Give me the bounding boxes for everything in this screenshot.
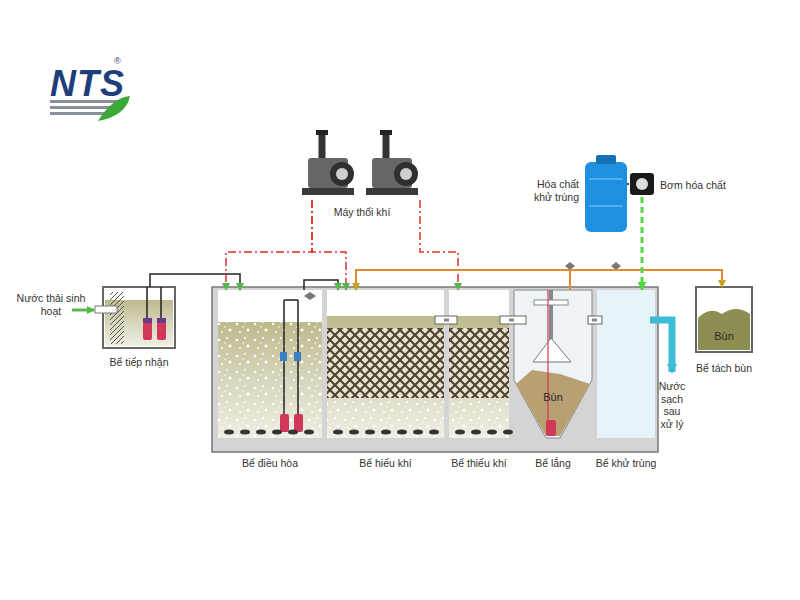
air-line: [226, 200, 312, 290]
chemical-tank: Hóa chất khử trùng: [585, 158, 627, 233]
equalization-tank: Bể điều hòa: [218, 290, 322, 438]
tank-label: Bơm hóa chất: [660, 179, 726, 192]
content-label: Bùn: [714, 330, 734, 343]
dosing-pump: Bơm hóa chất: [629, 171, 655, 197]
logo-text: NTS: [50, 62, 125, 105]
receiving-tank: [72, 287, 175, 348]
aerobic-tank: Bể hiếu khí: [327, 290, 444, 438]
overflow-pipe: [592, 319, 597, 322]
registered-mark: ®: [114, 56, 121, 67]
chemical-dosing-line: [641, 197, 644, 290]
water-pipe: [304, 280, 338, 290]
air-blower: Máy thổi khí: [300, 128, 424, 200]
chemical-tank: [585, 155, 627, 232]
main-tank-block: [212, 262, 672, 452]
overflow-pipe: [509, 319, 514, 322]
air-blowers: [302, 130, 418, 195]
tank-label: Bể tách bùn: [696, 362, 752, 375]
tank-label: Bể lắng: [535, 457, 571, 470]
tank-label: Bể khử trùng: [596, 457, 657, 470]
outflow-label: Nước sạch sau xử lý: [656, 380, 688, 430]
air-line: [420, 200, 458, 290]
tank-label: Hóa chất khử trùng: [521, 178, 579, 203]
chemical-line: [627, 183, 629, 185]
diffusers: [224, 430, 513, 435]
tank-label: Bể tiếp nhận: [110, 356, 169, 369]
tank-label: Bể điều hòa: [242, 457, 298, 470]
dosing-pump: [630, 173, 654, 195]
sludge-line: [356, 270, 570, 290]
inflow-label: Nước thải sinh hoạt: [16, 292, 86, 317]
settling-tank: BùnBể lắng: [514, 290, 592, 438]
sludge-tank: [696, 287, 752, 352]
tank-label: Bể hiếu khí: [359, 457, 412, 470]
sludge-line: [570, 270, 722, 290]
tank-label: Bể thiếu khí: [451, 457, 506, 470]
overflow-pipe: [444, 319, 449, 322]
anoxic-tank: Bể thiếu khí: [449, 290, 509, 438]
sludge-tank: BùnBể tách bùn: [696, 287, 752, 352]
disinfection-tank: Bể khử trùng: [597, 290, 655, 438]
receiving-tank: Bể tiếp nhận: [103, 287, 175, 348]
content-label: Bùn: [543, 391, 563, 404]
tank-label: Máy thổi khí: [334, 206, 391, 219]
